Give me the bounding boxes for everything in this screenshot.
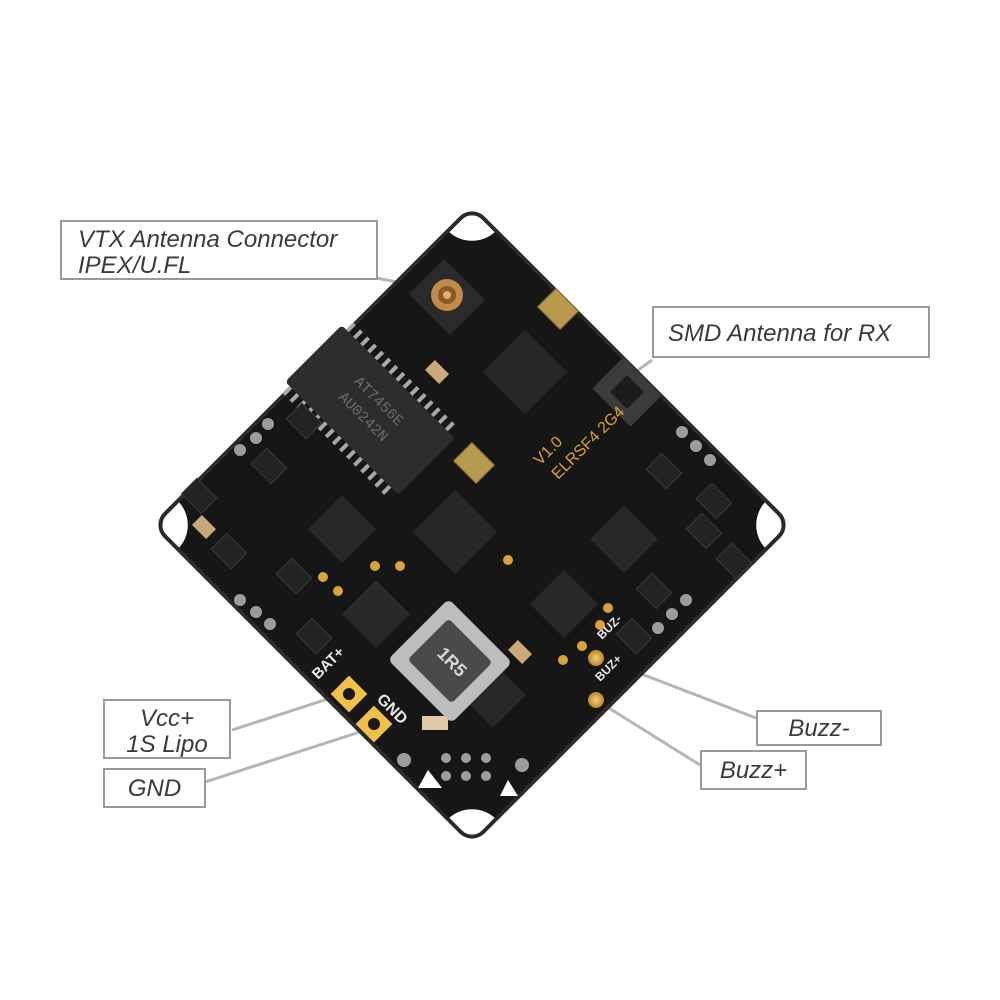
vtx-antenna-connector	[408, 258, 486, 336]
vcc-sublabel: 1S Lipo	[126, 731, 208, 758]
vtx-antenna-callout: VTX Antenna Connector IPEX/U.FL	[60, 220, 378, 280]
vcc-callout: Vcc+ 1S Lipo	[103, 699, 231, 759]
leader-lines	[204, 276, 757, 784]
smd-antenna-label: SMD Antenna for RX	[668, 320, 892, 347]
buzz-minus-label: Buzz-	[788, 715, 850, 742]
osd-chip: AT7456E AU0242N	[282, 322, 455, 495]
motor-pads	[234, 418, 716, 781]
vtx-antenna-label: VTX Antenna Connector	[78, 226, 338, 253]
smd-rx-antenna	[592, 357, 662, 427]
buzz-minus-callout: Buzz-	[756, 710, 882, 746]
buzz-plus-callout: Buzz+	[700, 750, 807, 790]
crystals	[452, 287, 580, 485]
gnd-label: GND	[127, 775, 182, 802]
inductor: 1R5	[390, 601, 510, 721]
smd-antenna-callout: SMD Antenna for RX	[652, 306, 930, 358]
battery-pads	[330, 650, 604, 743]
capacitors	[191, 359, 533, 730]
buzz-plus-label: Buzz+	[719, 757, 788, 784]
mcu-chip	[412, 489, 498, 575]
gnd-callout: GND	[103, 768, 206, 808]
rx-chip	[482, 329, 568, 415]
pcb-components: AT7456E AU0242N	[180, 258, 753, 796]
vcc-label: Vcc+	[139, 705, 195, 732]
mosfets	[180, 402, 753, 655]
vtx-antenna-sublabel: IPEX/U.FL	[78, 252, 192, 279]
gold-vias	[318, 555, 613, 665]
direction-arrows	[418, 770, 518, 796]
